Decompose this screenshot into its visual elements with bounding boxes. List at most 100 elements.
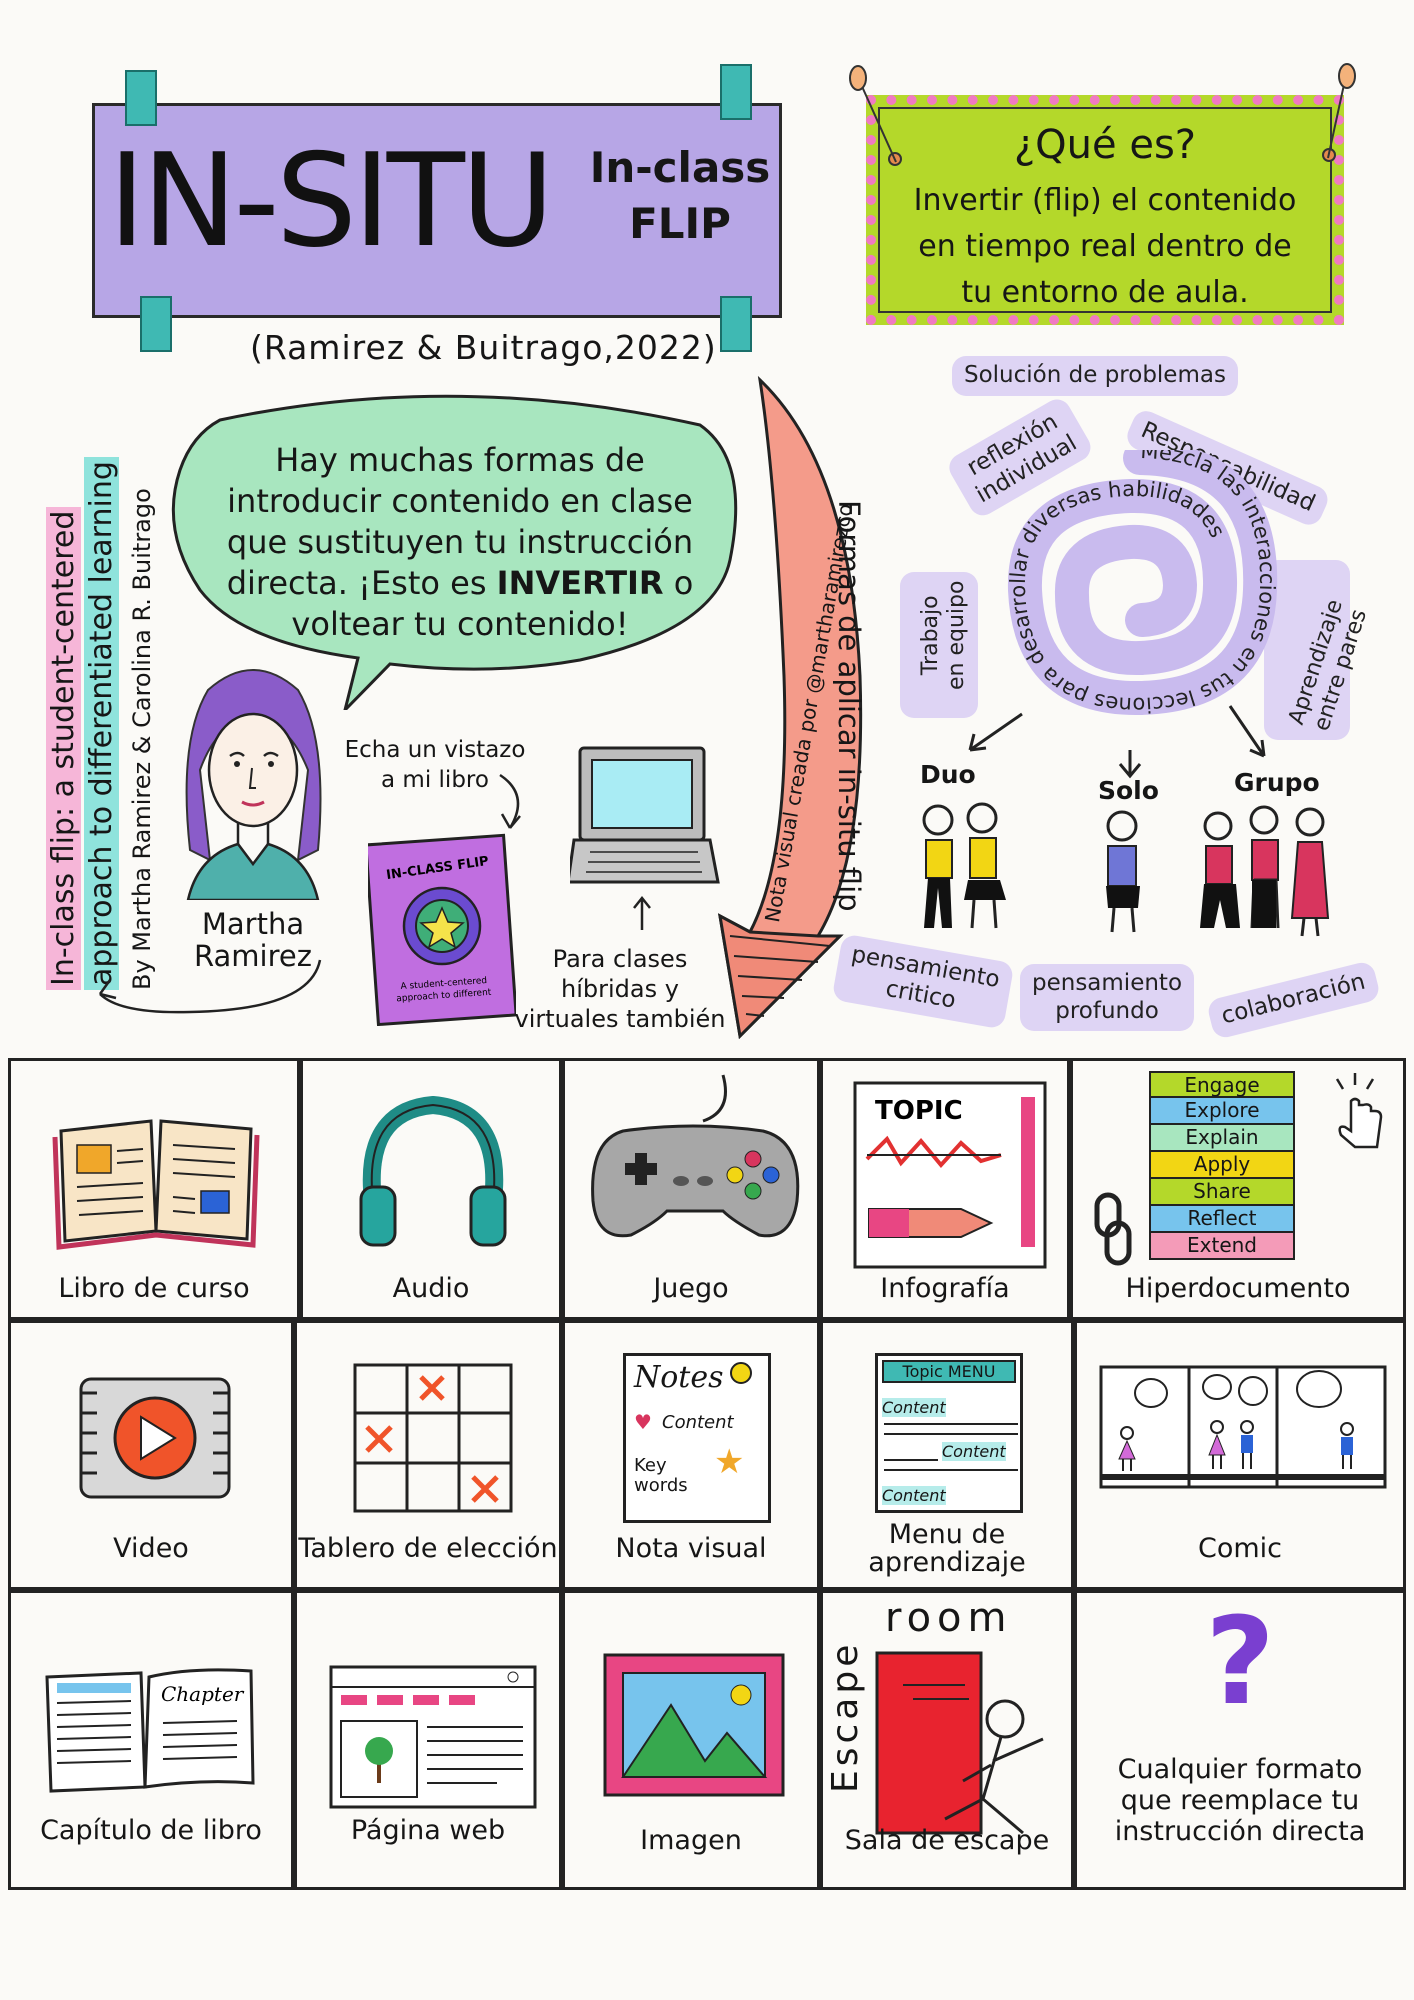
heart-icon: ♥ (634, 1410, 652, 1434)
format-label-imagen: Imagen (640, 1825, 742, 1856)
hyperdoc-steps: Engage Explore Explain Apply Share Refle… (1149, 1071, 1295, 1260)
laptop-note-line-3: virtuales también (514, 1005, 726, 1033)
page-subtitle: In-class FLIP (585, 140, 775, 252)
format-card-imagen[interactable]: Imagen (562, 1590, 820, 1890)
book-chapter-icon: Chapter (45, 1668, 255, 1793)
visual-note-key: Key (634, 1455, 667, 1476)
format-label-libro-de-curso: Libro de curso (58, 1273, 250, 1304)
spiral-text: Mezcla las interacciones en tus leccione… (1006, 450, 1279, 717)
chip-profundo-line-2: profundo (1055, 997, 1159, 1024)
book-cover-icon[interactable]: IN-CLASS FLIP A student-centered approac… (368, 830, 516, 1026)
format-card-sala-escape[interactable]: room Escape Sala de escape (820, 1590, 1074, 1890)
page-title: IN-SITU (108, 127, 555, 276)
format-label-tablero: Tablero de elección (298, 1533, 558, 1564)
book-note-arrow-icon (499, 773, 521, 829)
format-label-sala-escape: Sala de escape (844, 1825, 1050, 1856)
game-controller-icon (591, 1074, 800, 1238)
format-label-infografia: Infografía (880, 1273, 1010, 1304)
tape-top-right (720, 64, 752, 120)
star-icon: ★ (714, 1442, 745, 1482)
definition-title: ¿Qué es? (1013, 122, 1197, 168)
format-card-capitulo[interactable]: Chapter Capítulo de libro (8, 1590, 294, 1890)
curved-arrow-icon (98, 959, 322, 1014)
subtitle-line-2: FLIP (629, 199, 731, 248)
question-mark-icon: ? (1205, 1593, 1275, 1732)
spiral-path-icon: Mezcla las interacciones en tus leccione… (1006, 450, 1279, 717)
chip-trabajo-line-2: en equipo (944, 580, 969, 690)
comic-strip-icon (1099, 1365, 1387, 1489)
format-card-nota-visual[interactable]: Notes ♥ Content Key words ★ Nota visual (562, 1320, 820, 1590)
book-note: Echa un vistazo a mi libro (330, 735, 540, 795)
definition-body: Invertir (flip) el contenido en tiempo r… (876, 178, 1334, 316)
subtitle-line-1: In-class (589, 143, 771, 192)
format-card-infografia[interactable]: TOPIC Infografía (820, 1058, 1070, 1320)
format-card-video[interactable]: Video (8, 1320, 294, 1590)
hyperdoc-step-apply: Apply (1149, 1152, 1295, 1179)
book-side-line-3: By Martha Ramirez & Carolina R. Buitrago (128, 488, 156, 990)
tape-top-left (125, 70, 157, 126)
infographic-topic: TOPIC (875, 1096, 963, 1126)
chip-problemas: Solución de problemas (952, 356, 1238, 396)
pointer-hand-icon (1335, 1073, 1383, 1149)
chip-trabajo: Trabajo en equipo (900, 572, 978, 718)
menu-item-1: Content (882, 1398, 946, 1417)
format-label-cualquier-formato: Cualquier formato que reemplace tu instr… (1114, 1754, 1366, 1847)
menu-item-3: Content (882, 1486, 946, 1505)
chip-profundo: pensamiento profundo (1020, 964, 1195, 1032)
chip-trabajo-line-1: Trabajo (918, 595, 943, 676)
speech-bubble-text: Hay muchas formas de introducir contenid… (180, 440, 740, 645)
format-card-menu[interactable]: Topic MENU Content Content Content Menu … (820, 1320, 1074, 1590)
definition-line-1: Invertir (flip) el contenido (913, 183, 1297, 218)
format-card-juego[interactable]: Juego (562, 1058, 820, 1320)
visual-note-words: words (634, 1475, 688, 1496)
format-label-audio: Audio (392, 1273, 470, 1304)
web-page-icon (329, 1665, 537, 1809)
video-play-icon (79, 1377, 231, 1499)
format-label-video: Video (113, 1533, 189, 1564)
format-label-juego: Juego (653, 1273, 729, 1304)
author-name: Martha Ramirez (178, 908, 328, 972)
hyperdoc-step-explore: Explore (1149, 1098, 1295, 1125)
image-icon (603, 1653, 785, 1797)
book-side-line-1: In-class flip: a student-centered (46, 506, 81, 990)
tape-bottom-right (720, 296, 752, 352)
headphones-icon (359, 1095, 507, 1247)
link-chain-icon (1094, 1192, 1132, 1266)
format-card-comic[interactable]: Comic (1074, 1320, 1406, 1590)
author-portrait-icon (185, 669, 322, 900)
learning-menu-icon: Topic MENU Content Content Content (875, 1353, 1023, 1513)
bubble-line-2: introducir contenido en clase (227, 482, 693, 520)
format-card-hiperdocumento[interactable]: Engage Explore Explain Apply Share Refle… (1070, 1058, 1406, 1320)
choice-board-icon (353, 1363, 513, 1513)
format-card-tablero[interactable]: Tablero de elección (294, 1320, 562, 1590)
author-name-line-1: Martha (201, 907, 305, 941)
bubble-line-1: Hay muchas formas de (275, 441, 645, 479)
chip-aprendizaje: Aprendizaje entre pares (1264, 560, 1372, 740)
infographic-icon: TOPIC (853, 1081, 1047, 1269)
format-card-audio[interactable]: Audio (300, 1058, 562, 1320)
hyperdoc-step-extend: Extend (1149, 1233, 1295, 1260)
format-card-pagina-web[interactable]: Página web (294, 1590, 562, 1890)
format-card-cualquier-formato[interactable]: ? Cualquier formato que reemplace tu ins… (1074, 1590, 1406, 1890)
format-label-pagina-web: Página web (350, 1815, 506, 1846)
definition-box (866, 95, 1344, 325)
book-side-line-2: approach to differentiated learning (84, 457, 119, 990)
format-label-hiperdocumento: Hiperdocumento (1125, 1273, 1351, 1304)
book-note-line-1: Echa un vistazo (344, 737, 526, 763)
citation: (Ramirez & Buitrago,2022) (250, 328, 717, 367)
chip-profundo-line-1: pensamiento (1032, 970, 1183, 996)
spiral-arrows-icon (968, 705, 1266, 779)
chapter-word: Chapter (161, 1682, 245, 1706)
visual-note-content: Content (662, 1412, 734, 1433)
format-label-comic: Comic (1197, 1533, 1283, 1564)
definition-line-3: tu entorno de aula. (961, 275, 1249, 310)
format-card-libro-de-curso[interactable]: Libro de curso (8, 1058, 300, 1320)
format-label-nota-visual: Nota visual (615, 1533, 767, 1564)
tape-bottom-left (140, 296, 172, 352)
menu-title: Topic MENU (882, 1360, 1016, 1383)
laptop-note-line-2: híbridas y (561, 975, 679, 1003)
definition-line-2: en tiempo real dentro de (918, 229, 1292, 264)
bubble-line-4: directa. ¡Esto es INVERTIR o (226, 564, 694, 602)
speech-bubble (171, 394, 738, 710)
hanging-string-icon (849, 63, 1356, 163)
